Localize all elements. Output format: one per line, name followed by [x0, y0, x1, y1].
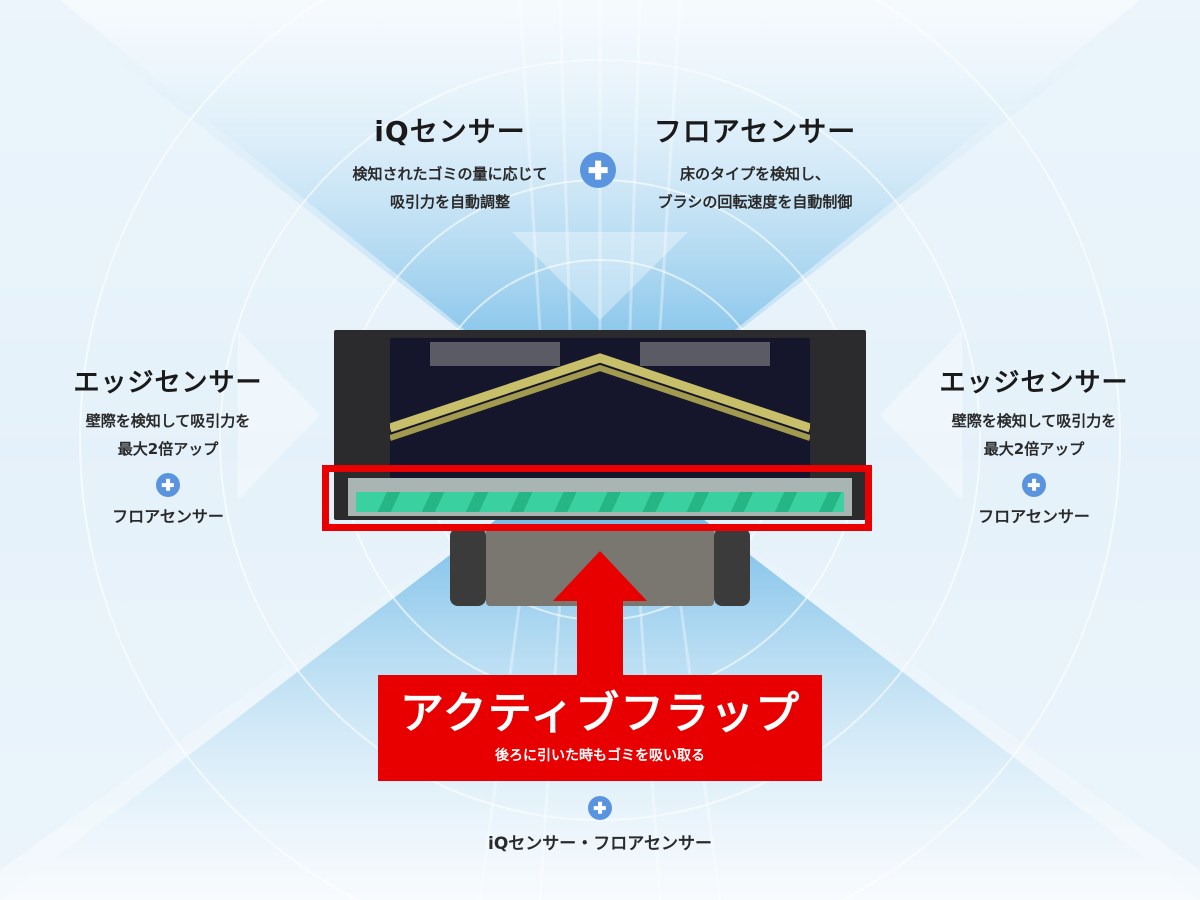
flap-highlight-box [322, 465, 872, 531]
wheel-right [714, 528, 750, 606]
edge-sensor-right-desc-1: 壁際を検知して吸引力を [951, 412, 1117, 430]
iq-sensor-desc-2: 吸引力を自動調整 [389, 193, 510, 211]
edge-sensor-left-sub: フロアセンサー [112, 507, 224, 526]
iq-sensor-block: iQセンサー 検知されたゴミの量に応じて 吸引力を自動調整 [320, 110, 580, 216]
plus-icon [588, 796, 612, 820]
edge-sensor-right-block: エッジセンサー 壁際を検知して吸引力を 最大2倍アップ フロアセンサー [916, 362, 1152, 531]
edge-sensor-left-block: エッジセンサー 壁際を検知して吸引力を 最大2倍アップ フロアセンサー [50, 362, 286, 531]
plus-icon [156, 473, 180, 497]
active-flap-subtitle: 後ろに引いた時もゴミを吸い取る [495, 748, 705, 764]
floor-sensor-desc-1: 床のタイプを検知し、 [679, 165, 830, 183]
active-flap-panel: アクティブフラップ 後ろに引いた時もゴミを吸い取る [378, 675, 822, 781]
active-flap [348, 478, 852, 516]
floor-sensor-block: フロアセンサー 床のタイプを検知し、 ブラシの回転速度を自動制御 [620, 110, 890, 216]
edge-sensor-left-title: エッジセンサー [73, 368, 263, 398]
active-flap-title: アクティブフラップ [399, 688, 801, 739]
iq-sensor-title: iQセンサー [374, 115, 526, 148]
arrow-up-icon [553, 551, 647, 681]
plus-icon [580, 152, 616, 188]
bottom-label: iQセンサー・フロアセンサー [488, 834, 712, 854]
floor-sensor-desc-2: ブラシの回転速度を自動制御 [657, 193, 853, 211]
wheel-left [450, 528, 486, 606]
edge-sensor-left-desc-2: 最大2倍アップ [117, 440, 219, 458]
edge-sensor-right-title: エッジセンサー [939, 368, 1129, 398]
bottom-block: iQセンサー・フロアセンサー [400, 830, 800, 858]
brush-bay [388, 338, 812, 488]
edge-sensor-right-desc-2: 最大2倍アップ [983, 440, 1085, 458]
vacuum-head-image [334, 330, 866, 520]
floor-sensor-title: フロアセンサー [653, 115, 857, 148]
brush-roll-icon [388, 342, 812, 441]
iq-sensor-desc-1: 検知されたゴミの量に応じて [352, 165, 548, 183]
plus-icon [1022, 473, 1046, 497]
edge-sensor-left-desc-1: 壁際を検知して吸引力を [85, 412, 251, 430]
edge-sensor-right-sub: フロアセンサー [978, 507, 1090, 526]
flap-fins [356, 492, 844, 512]
